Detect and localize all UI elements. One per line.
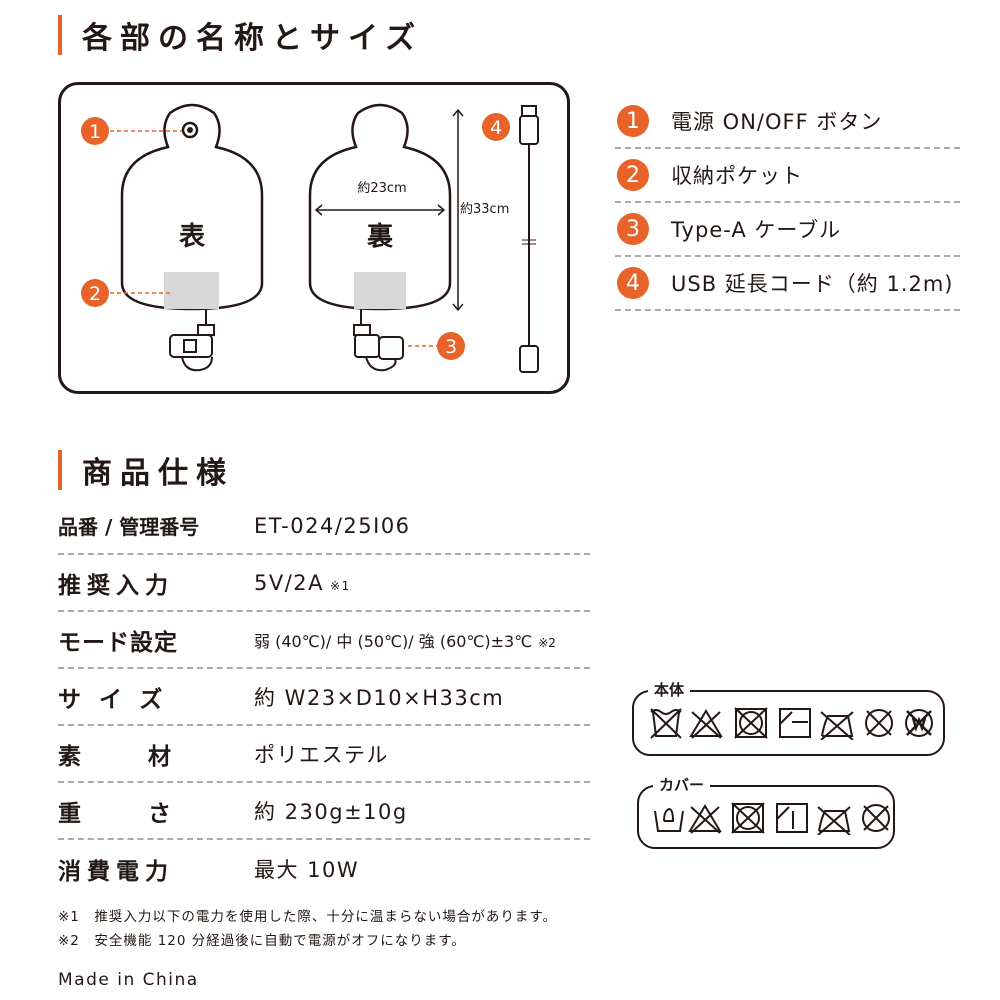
spec-value: 弱 (40℃)/ 中 (50℃)/ 強 (60℃)±3℃ <box>254 631 533 651</box>
diagram-markers <box>81 113 510 360</box>
shade-dry-icon <box>779 708 811 738</box>
no-tumble-dry-icon <box>734 707 768 739</box>
spec-row-model: 品番 / 管理番号 ET-024/25I06 <box>58 498 590 555</box>
no-tumble-dry-icon <box>731 802 765 834</box>
heading-accent-bar <box>58 450 62 490</box>
legend-label: USB 延長コード（約 1.2m) <box>671 272 954 296</box>
spec-key: 消費電力 <box>58 858 174 885</box>
marker-1: 1 <box>89 121 101 143</box>
heading-accent-bar <box>58 15 62 55</box>
no-bleach-icon <box>688 804 722 834</box>
hand-wash-icon <box>654 807 684 832</box>
marker-lines <box>110 130 438 347</box>
spec-value: ET-024/25I06 <box>254 513 411 538</box>
legend-label: Type-A ケーブル <box>671 218 842 242</box>
parts-diagram-box <box>58 82 570 394</box>
no-bleach-icon <box>689 709 723 739</box>
front-label: 表 <box>179 222 206 252</box>
spec-value: 最大 10W <box>254 857 360 882</box>
legend-num: 1 <box>617 105 649 137</box>
usb-plug-back <box>353 309 404 372</box>
height-label: 約33cm <box>460 202 509 217</box>
footnote-2: ※2 安全機能 120 分経過後に自動で電源がオフになります。 <box>58 933 466 949</box>
marker-3: 3 <box>445 336 457 358</box>
no-iron-icon <box>820 711 854 740</box>
spec-value: 5V/2A <box>254 570 325 595</box>
section-heading-specs: 商品仕様 <box>58 450 234 491</box>
spec-row-size: サイズ 約 W23×D10×H33cm <box>58 669 590 726</box>
back-label: 裏 <box>367 221 394 252</box>
legend-num: 4 <box>617 267 649 299</box>
spec-key: サイズ <box>58 686 181 713</box>
origin-text: Made in China <box>58 970 199 990</box>
spec-key: 素 材 <box>58 743 193 770</box>
usb-plug-front <box>169 309 215 372</box>
spec-row-material: 素 材 ポリエステル <box>58 726 590 783</box>
spec-value: ポリエステル <box>254 742 389 767</box>
no-dry-clean-icon <box>862 804 890 832</box>
no-dry-clean-icon <box>865 709 893 737</box>
spec-key: 品番 / 管理番号 <box>58 515 200 539</box>
width-arrow <box>314 204 446 216</box>
legend-item-cable: 3 Type-A ケーブル <box>615 203 960 257</box>
spec-note: ※2 <box>538 635 556 650</box>
spec-row-weight: 重 さ 約 230g±10g <box>58 783 590 840</box>
legend-num: 2 <box>617 159 649 191</box>
section-heading-parts: 各部の名称とサイズ <box>58 15 424 56</box>
spec-row-power: 消費電力 最大 10W <box>58 840 590 897</box>
usb-extension-cord <box>519 105 539 373</box>
care-symbols-cover: カバー <box>637 774 895 849</box>
legend-item-power: 1 電源 ON/OFF ボタン <box>615 95 960 149</box>
spec-key: 重 さ <box>58 800 193 827</box>
legend-label: 電源 ON/OFF ボタン <box>671 110 883 134</box>
heading-title: 商品仕様 <box>82 456 234 491</box>
line-dry-icon <box>776 803 808 833</box>
footnote-1: ※1 推奨入力以下の電力を使用した際、十分に温まらない場合があります。 <box>58 909 558 925</box>
spec-row-input: 推奨入力 5V/2A ※1 <box>58 555 590 612</box>
spec-value: 約 W23×D10×H33cm <box>254 685 505 710</box>
spec-key: モード設定 <box>58 629 178 656</box>
heading-title: 各部の名称とサイズ <box>82 21 424 56</box>
no-iron-icon <box>817 806 851 835</box>
no-wet-clean-icon <box>905 709 933 737</box>
width-label: 約23cm <box>357 181 406 196</box>
spec-key: 推奨入力 <box>58 572 174 599</box>
legend-item-pocket: 2 収納ポケット <box>615 149 960 203</box>
pocket-back <box>354 272 406 309</box>
legend-label: 収納ポケット <box>671 164 803 188</box>
no-wash-icon <box>650 708 682 739</box>
legend-num: 3 <box>617 213 649 245</box>
height-arrow <box>452 108 464 312</box>
spec-row-mode: モード設定 弱 (40℃)/ 中 (50℃)/ 強 (60℃)±3℃ ※2 <box>58 612 590 669</box>
parts-diagram: 1 2 3 4 表 裏 約23cm 約33cm <box>81 103 539 373</box>
marker-2: 2 <box>89 283 101 305</box>
marker-4: 4 <box>490 117 502 139</box>
care-label-cover: カバー <box>653 774 711 795</box>
spec-value: 約 230g±10g <box>254 799 408 824</box>
care-label-body: 本体 <box>648 679 691 700</box>
pocket-front <box>164 272 219 309</box>
spec-note: ※1 <box>330 578 351 593</box>
care-symbols-body: 本体 <box>632 679 945 756</box>
legend-item-usb-cord: 4 USB 延長コード（約 1.2m) <box>615 257 960 311</box>
